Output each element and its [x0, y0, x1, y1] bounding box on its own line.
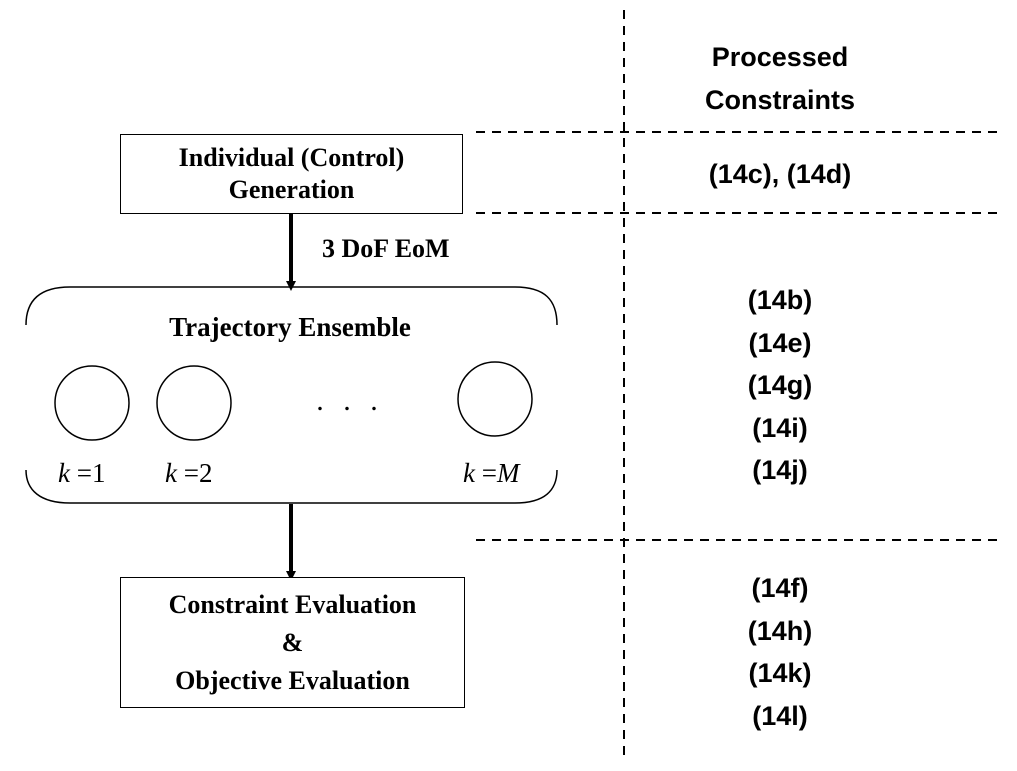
member-label-m: k =M [463, 458, 519, 489]
constraint-item: (14f) [751, 573, 809, 603]
member-label-m-var: k [463, 458, 475, 488]
constraint-item: (14h) [747, 615, 813, 646]
member-label-1-eq: = [76, 458, 92, 488]
constraint-item: (14k) [748, 658, 812, 688]
member-label-2: k =2 [165, 458, 212, 489]
member-label-2-eq: = [183, 458, 199, 488]
ensemble-bracket-bottom [25, 469, 558, 504]
member-label-m-eq: = [481, 458, 497, 488]
header-line-2: Constraints [704, 84, 856, 115]
constraint-item: (14e) [748, 327, 812, 358]
processed-constraints-header: Processed Constraints [664, 36, 896, 121]
constraint-item: (14l) [752, 700, 808, 731]
trajectory-circle-1 [54, 365, 130, 441]
individual-generation-box: Individual (Control) Generation [120, 134, 463, 214]
ensemble-title: Trajectory Ensemble [169, 312, 411, 342]
trajectory-circle-m [457, 361, 533, 437]
constraints-evaluation: (14f) (14h) (14k) (14l) [700, 567, 860, 737]
evaluation-box: Constraint Evaluation & Objective Evalua… [120, 577, 465, 708]
arrow-label-eom: 3 DoF EoM [322, 234, 450, 263]
constraint-item: (14g) [747, 370, 813, 400]
constraint-item: (14b) [747, 285, 813, 315]
constraints-ensemble: (14b) (14e) (14g) (14i) (14j) [700, 279, 860, 492]
generation-box-line-1: Individual (Control) [178, 143, 405, 172]
member-label-2-var: k [165, 458, 177, 488]
constraint-item: (14j) [752, 455, 808, 485]
trajectory-circle-2 [156, 365, 232, 441]
member-label-1-val: 1 [91, 458, 106, 488]
constraint-item: (14i) [752, 412, 808, 443]
ensemble-bracket-top [25, 286, 558, 326]
evaluation-box-line-2: & [281, 627, 304, 657]
member-label-2-val: 2 [198, 458, 213, 488]
evaluation-box-line-3: Objective Evaluation [175, 665, 410, 695]
evaluation-box-line-1: Constraint Evaluation [168, 589, 417, 619]
member-label-1-var: k [58, 458, 70, 488]
member-label-1: k =1 [58, 458, 105, 489]
generation-box-line-2: Generation [228, 175, 355, 204]
member-label-m-val: M [496, 458, 520, 488]
header-line-1: Processed [711, 42, 849, 72]
constraint-item: (14c), (14d) [708, 159, 852, 189]
constraints-generation: (14c), (14d) [660, 153, 900, 196]
ensemble-ellipsis: . . . [316, 384, 384, 417]
